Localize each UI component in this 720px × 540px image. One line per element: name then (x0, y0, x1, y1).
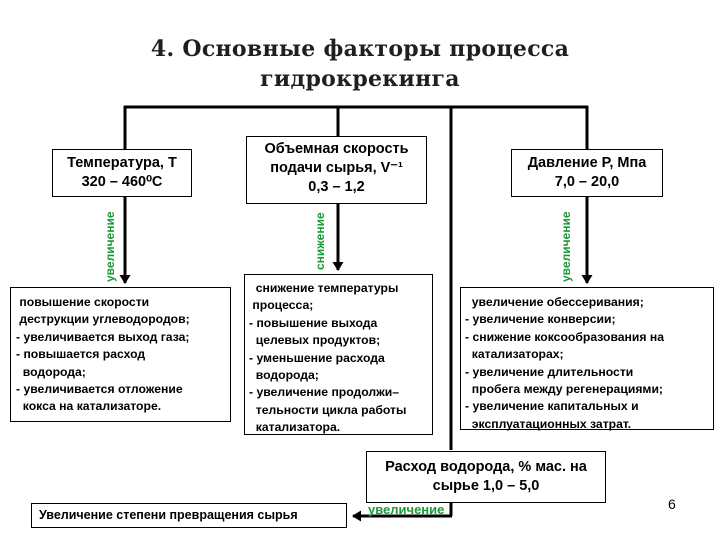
effect-velocity-item: катализатора. (249, 420, 341, 435)
effect-velocity-item: - увеличение продолжи– (249, 385, 400, 400)
effects-pressure-box: увеличение обессеривания; - увеличение к… (460, 287, 714, 431)
result-text: Увеличение степени превращения сырья (39, 508, 298, 522)
effect-temperature-item: деструкции углеводородов; (16, 312, 190, 327)
effect-temperature-item: кокса на катализаторе. (16, 399, 162, 414)
effect-velocity-item: снижение температуры (249, 281, 399, 295)
factor-hydrogen-line-2: сырье 1,0 – 5,0 (432, 478, 540, 494)
effect-pressure-item: - увеличение длительности (465, 364, 634, 379)
factor-temperature-line-1: Температура, Т (67, 155, 177, 171)
factor-pressure-line-1: Давление Р, Мпа (527, 155, 647, 171)
factor-hydrogen-line-1: Расход водорода, % мас. на (385, 459, 587, 475)
label-increase-pressure: увеличение (559, 211, 573, 282)
effect-pressure-item: - увеличение конверсии; (465, 312, 616, 327)
effect-temperature-item: - увеличивается выход газа; (16, 329, 190, 344)
effect-pressure-item: пробега между регенерациями; (465, 382, 663, 397)
page-title: 4. Основные факторы процесса гидрокрекин… (0, 34, 720, 94)
effect-pressure-item: - увеличение капитальных и (465, 399, 639, 414)
factor-velocity-line-1: Объемная скорость (264, 141, 409, 157)
result-box: Увеличение степени превращения сырья (31, 503, 347, 528)
title-line-2: гидрокрекинга (260, 66, 460, 92)
effects-velocity-box: снижение температуры процесса; - повышен… (244, 274, 433, 435)
effect-temperature-item: повышение скорости (16, 295, 150, 309)
effect-velocity-item: процесса; (249, 298, 314, 313)
factor-temperature-line-2: 320 – 460⁰С (81, 174, 163, 190)
effect-temperature-item: - увеличивается отложение (16, 382, 183, 397)
effect-temperature-item: водорода; (16, 364, 86, 379)
effect-velocity-item: тельности цикла работы (249, 402, 407, 417)
effect-temperature-item: - повышается расход (16, 347, 146, 362)
factor-velocity-box: Объемная скорость подачи сырья, V⁻¹ 0,3 … (246, 136, 427, 204)
effect-velocity-item: целевых продуктов; (249, 333, 381, 348)
factor-pressure-box: Давление Р, Мпа 7,0 – 20,0 (511, 149, 663, 197)
page-number: 6 (668, 496, 676, 512)
factor-velocity-line-3: 0,3 – 1,2 (308, 179, 365, 195)
effect-pressure-item: эксплуатационных затрат. (465, 416, 632, 431)
title-line-1: 4. Основные факторы процесса (150, 36, 570, 62)
effect-pressure-item: увеличение обессеривания; (465, 295, 644, 309)
factor-hydrogen-box: Расход водорода, % мас. на сырье 1,0 – 5… (366, 451, 606, 503)
label-decrease-velocity: снижение (313, 212, 327, 270)
factor-temperature-box: Температура, Т 320 – 460⁰С (52, 149, 192, 197)
effect-velocity-item: - повышение выхода (249, 315, 378, 330)
effect-pressure-item: катализаторах; (465, 347, 564, 362)
label-increase-hydrogen: увеличение (368, 502, 445, 517)
factor-velocity-line-2: подачи сырья, V⁻¹ (270, 160, 403, 176)
factor-pressure-line-2: 7,0 – 20,0 (554, 174, 620, 190)
label-increase-temperature: увеличение (103, 211, 117, 282)
effect-pressure-item: - снижение коксообразования на (465, 329, 665, 344)
effect-velocity-item: водорода; (249, 368, 319, 383)
effect-velocity-item: - уменьшение расхода (249, 350, 385, 365)
effects-temperature-box: повышение скорости деструкции углеводоро… (10, 287, 231, 422)
